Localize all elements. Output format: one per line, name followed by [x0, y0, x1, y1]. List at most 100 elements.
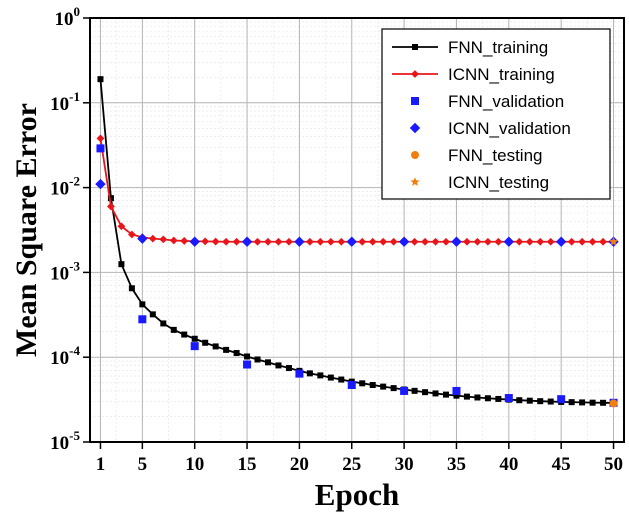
data-point [411, 387, 418, 394]
legend-label: FNN_validation [448, 92, 564, 111]
data-point [295, 369, 304, 378]
legend-item: ICNN_validation [409, 119, 571, 138]
y-tick-label: 10-2 [50, 174, 80, 200]
data-point [244, 353, 251, 360]
data-point [421, 237, 429, 246]
x-tick-label: 40 [499, 454, 518, 475]
legend-label: ICNN_training [448, 65, 555, 84]
data-point [96, 134, 105, 143]
data-point [358, 237, 367, 246]
data-point [516, 397, 523, 404]
data-point [453, 392, 460, 399]
data-point [212, 343, 219, 350]
series-icnn-validation [95, 178, 619, 247]
data-point [96, 144, 105, 153]
data-point [170, 326, 177, 333]
x-tick-label: 45 [552, 454, 571, 475]
data-point [117, 222, 126, 231]
legend: FNN_trainingICNN_trainingFNN_validationI… [381, 28, 611, 200]
data-point [609, 399, 618, 408]
data-point [139, 301, 146, 308]
data-point [525, 237, 534, 246]
data-point [537, 398, 544, 405]
data-point [588, 237, 597, 246]
data-point [190, 342, 199, 351]
y-tick-label: 10-4 [50, 343, 80, 369]
data-point [608, 236, 619, 246]
data-point [494, 237, 503, 246]
data-point [410, 237, 419, 246]
legend-marker [410, 177, 420, 186]
data-point [118, 261, 125, 268]
data-point [442, 237, 450, 246]
legend-item: FNN_testing [411, 146, 542, 165]
legend-label: FNN_testing [448, 146, 542, 165]
data-point [107, 202, 115, 211]
data-point [274, 237, 283, 246]
data-point [546, 237, 555, 246]
data-point [432, 390, 439, 397]
data-point [589, 399, 596, 406]
data-point [422, 389, 429, 396]
data-point [306, 370, 313, 377]
data-point [107, 195, 114, 202]
data-point [557, 395, 566, 404]
data-point [483, 237, 492, 246]
data-point [568, 399, 575, 406]
legend-label: ICNN_validation [448, 119, 571, 138]
x-tick-label: 10 [185, 454, 204, 475]
data-point [326, 237, 335, 246]
y-tick-label: 10-5 [50, 428, 80, 454]
legend-item: FNN_validation [411, 92, 564, 111]
data-point [160, 320, 167, 327]
y-axis-title: Mean Square Error [10, 103, 43, 357]
legend-item: FNN_training [392, 38, 548, 57]
data-point [463, 393, 470, 400]
data-point [180, 237, 189, 245]
data-point [137, 233, 148, 244]
x-tick-label: 20 [290, 454, 309, 475]
data-point [149, 311, 156, 318]
legend-marker [411, 97, 419, 105]
data-point [359, 380, 366, 387]
series-fnn-validation [96, 144, 618, 407]
x-tick-label: 30 [395, 454, 414, 475]
data-point [599, 237, 607, 246]
data-point [380, 383, 387, 390]
legend-marker [409, 122, 421, 134]
axis-ticks [83, 17, 615, 449]
data-point [97, 76, 104, 83]
data-point [201, 237, 210, 246]
data-point [241, 236, 253, 247]
data-point [555, 236, 567, 247]
data-point [159, 235, 168, 244]
legend-marker [411, 151, 419, 159]
data-point [369, 382, 376, 389]
data-point [265, 359, 271, 366]
legend-box [381, 28, 611, 200]
data-point [189, 236, 200, 247]
data-point [526, 397, 533, 404]
data-point [317, 372, 324, 379]
data-point [578, 237, 587, 246]
data-point [379, 237, 388, 246]
x-tick-label: 5 [138, 454, 148, 475]
series-layer [95, 76, 619, 408]
y-tick-label: 10-3 [50, 258, 80, 284]
legend-label: ICNN_testing [448, 173, 549, 192]
legend-item: ICNN_testing [410, 173, 549, 192]
data-point [233, 350, 240, 357]
data-point [600, 399, 607, 406]
data-point [275, 362, 282, 369]
data-point [389, 237, 398, 246]
data-point [232, 237, 241, 246]
data-point [337, 237, 346, 246]
data-point [191, 335, 198, 342]
data-point [484, 395, 491, 402]
data-point [567, 237, 576, 246]
x-tick-label: 35 [447, 454, 466, 475]
x-tick-label: 50 [604, 454, 623, 475]
data-point [254, 356, 261, 363]
